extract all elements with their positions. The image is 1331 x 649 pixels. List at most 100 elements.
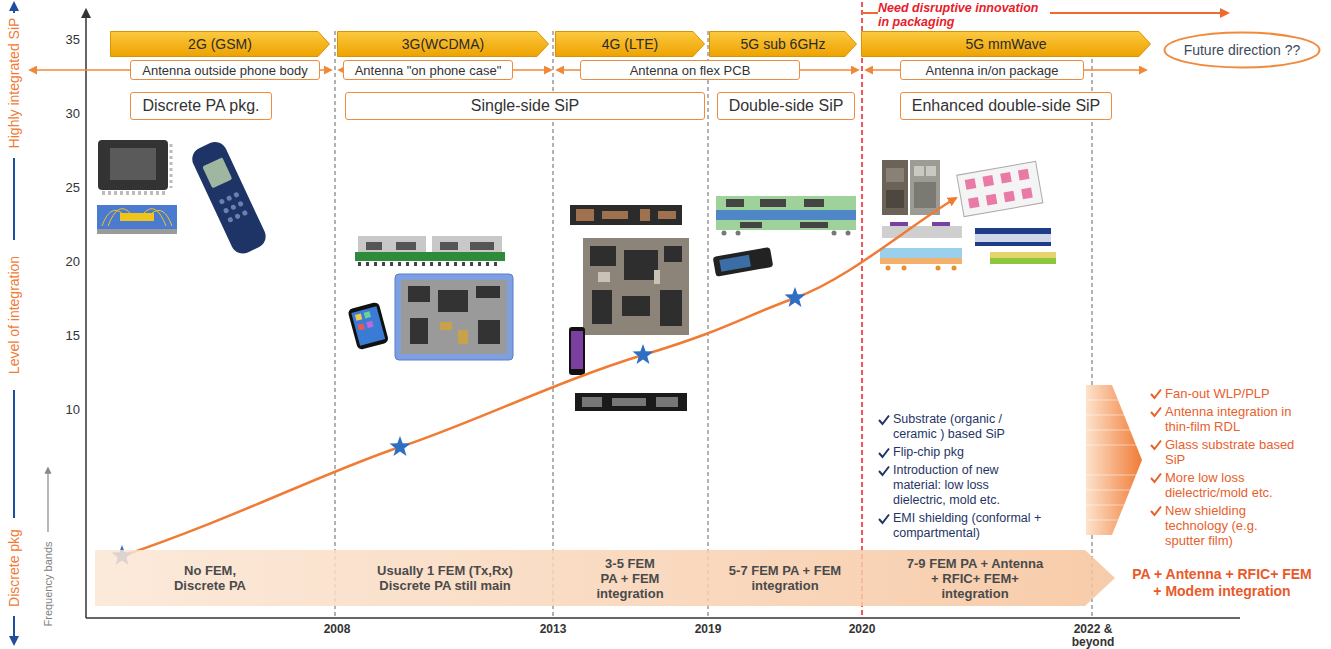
check-stroke	[1151, 389, 1161, 398]
node-label: Antenna in/on package	[926, 63, 1059, 78]
generation-band: 4G (LTE)	[555, 31, 705, 57]
check-mark	[1150, 406, 1162, 418]
innovation-note: Need disruptive innovation in packaging	[878, 1, 1050, 29]
ellipse-shape	[1165, 33, 1320, 68]
future-item-slot: Antenna integration in thin-film RDL	[1165, 404, 1300, 434]
check-mark	[878, 447, 890, 459]
antenna-box: Antenna in/on package	[900, 60, 1084, 80]
future-item: Glass substrate based SiP	[1165, 437, 1300, 467]
future-item-slot: New shielding technology (e.g. sputter f…	[1165, 503, 1300, 548]
feature-item-slot: EMI shielding (conformal + compartmental…	[893, 511, 1043, 541]
axis-title: Level of integration	[6, 256, 23, 374]
node-label: Double-side SiP	[729, 97, 844, 115]
package-box: Discrete PA pkg.	[130, 92, 272, 120]
future-item-slot: Glass substrate based SiP	[1165, 437, 1300, 467]
generation-band: 2G (GSM)	[110, 31, 330, 57]
generation-band: 5G mmWave	[861, 31, 1151, 57]
tick-value: 10	[40, 402, 80, 418]
node-label: 3G(WCDMA)	[402, 36, 484, 52]
feature-item-slot: Substrate (organic / ceramic ) based SiP	[893, 412, 1043, 442]
tick-value-slot: 30	[40, 106, 80, 122]
node-label: Antenna outside phone body	[142, 63, 308, 78]
future-item-slot: Fan-out WLP/PLP	[1165, 386, 1300, 401]
year-label: 2008	[307, 623, 367, 636]
band-arrow-shape	[95, 550, 1115, 606]
future-ellipse: Future direction ??	[1163, 31, 1321, 69]
check-stroke	[879, 514, 889, 523]
axis-note: Frequency bands	[42, 542, 55, 627]
feature-item-slot: Flip-chip pkg	[893, 445, 1043, 460]
generation-band: 5G sub 6GHz	[709, 31, 857, 57]
feature-item: Flip-chip pkg	[893, 445, 1043, 460]
future-item-slot: More low loss dielectric/mold etc.	[1165, 470, 1300, 500]
package-box: Single-side SiP	[345, 92, 705, 120]
year-label: 2013	[523, 623, 583, 636]
innovation-note-slot: Need disruptive innovation in packaging	[878, 1, 1050, 29]
feature-item: Substrate (organic / ceramic ) based SiP	[893, 412, 1043, 442]
fem-note: Usually 1 FEM (Tx,Rx) Discrete PA still …	[360, 563, 530, 593]
node-label: Single-side SiP	[471, 97, 580, 115]
tick-value-slot: 35	[40, 32, 80, 48]
year-label-slot: 2019	[678, 623, 738, 636]
tick-value: 35	[40, 32, 80, 48]
tick-value-slot: 25	[40, 180, 80, 196]
fem-note: No FEM, Discrete PA	[163, 563, 258, 593]
feature-item: Introduction of new material: low loss d…	[893, 463, 1043, 508]
year-label-slot: 2020	[832, 623, 892, 636]
package-box: Double-side SiP	[717, 92, 855, 120]
check-stroke	[1151, 440, 1161, 449]
future-item: New shielding technology (e.g. sputter f…	[1165, 503, 1300, 548]
tick-value-slot: 10	[40, 402, 80, 418]
fem-note: 5-7 FEM PA + FEM integration	[723, 563, 848, 593]
fem-band: No FEM, Discrete PA Usually 1 FEM (Tx,Rx)…	[95, 550, 1115, 606]
chevron-shape	[710, 32, 857, 57]
year-label-slot: 2022 & beyond	[1066, 623, 1121, 648]
node-label: 2G (GSM)	[188, 36, 252, 52]
check-stroke	[1151, 473, 1161, 482]
antenna-box: Antenna on flex PCB	[580, 60, 800, 80]
check-stroke	[879, 466, 889, 475]
year-label-slot: 2008	[307, 623, 367, 636]
feature-item: EMI shielding (conformal + compartmental…	[893, 511, 1043, 541]
axis-title: Discrete pkg	[6, 529, 23, 607]
fem-note: 3-5 FEM PA + FEM integration	[595, 556, 665, 601]
tick-value-slot: 20	[40, 254, 80, 270]
future-integration-slot: PA + Antenna + RFIC+ FEM + Modem integra…	[1132, 566, 1312, 600]
antenna-box: Antenna outside phone body	[130, 60, 320, 80]
check-stroke	[879, 415, 889, 424]
year-label-slot: 2013	[523, 623, 583, 636]
node-label: Future direction ??	[1184, 42, 1301, 58]
node-label: Antenna on flex PCB	[630, 63, 751, 78]
node-label: 4G (LTE)	[602, 36, 659, 52]
generation-band: 3G(WCDMA)	[337, 31, 549, 57]
check-stroke	[1151, 506, 1161, 515]
year-label: 2020	[832, 623, 892, 636]
node-label: Antenna "on phone case"	[355, 63, 502, 78]
tick-value: 15	[40, 328, 80, 344]
year-label: 2022 & beyond	[1066, 623, 1121, 648]
fem-note: 7-9 FEM PA + Antenna + RFIC+ FEM+ integr…	[903, 556, 1048, 601]
tick-value: 20	[40, 254, 80, 270]
axis-title-slot: Discrete pkg	[6, 529, 23, 607]
chevron-shape	[862, 32, 1151, 57]
year-label: 2019	[678, 623, 738, 636]
axis-title-slot: Level of integration	[6, 256, 23, 374]
feature-item-slot: Introduction of new material: low loss d…	[893, 463, 1043, 508]
node-label: Discrete PA pkg.	[142, 97, 259, 115]
chevron-shape	[111, 32, 330, 57]
check-mark	[1150, 439, 1162, 451]
check-mark	[1150, 505, 1162, 517]
antenna-box: Antenna "on phone case"	[343, 60, 513, 80]
package-box: Enhanced double-side SiP	[900, 92, 1112, 120]
check-mark	[878, 414, 890, 426]
check-mark	[1150, 472, 1162, 484]
tick-value-slot: 15	[40, 328, 80, 344]
check-stroke	[1151, 407, 1161, 416]
check-stroke	[879, 448, 889, 457]
tick-value: 25	[40, 180, 80, 196]
future-item: More low loss dielectric/mold etc.	[1165, 470, 1300, 500]
node-label: Enhanced double-side SiP	[912, 97, 1101, 115]
node-label: 5G mmWave	[965, 36, 1046, 52]
future-item: Antenna integration in thin-film RDL	[1165, 404, 1300, 434]
